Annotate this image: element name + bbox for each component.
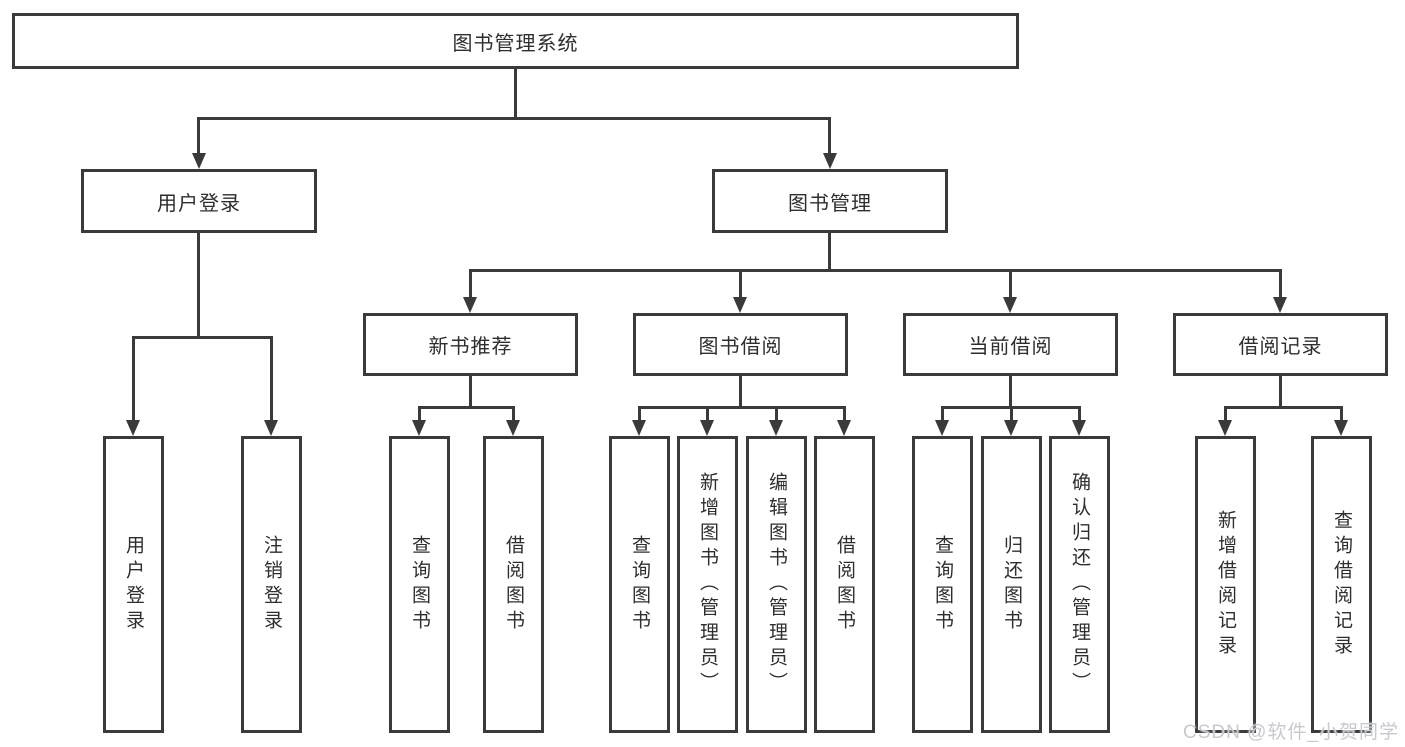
node-user-login-label: 用户登录 <box>157 192 241 215</box>
leaf-cb-confirm-return-admin: 确认归还（管理员） <box>1049 436 1110 733</box>
node-new-book-recommend: 新书推荐 <box>363 313 578 376</box>
arrow-down-icon <box>769 420 783 436</box>
arrow-down-icon <box>1273 297 1287 313</box>
arrow-down-icon <box>1072 420 1086 436</box>
connector-line <box>469 269 1282 272</box>
leaf-user-login-label: 用户登录 <box>123 534 144 635</box>
arrow-down-icon <box>823 153 837 169</box>
arrow-down-icon <box>463 297 477 313</box>
connector-line <box>1279 269 1282 299</box>
arrow-down-icon <box>126 420 140 436</box>
node-book-borrow-label: 图书借阅 <box>698 336 783 358</box>
connector-line <box>1224 406 1343 409</box>
connector-line <box>132 336 135 421</box>
node-root: 图书管理系统 <box>12 13 1019 69</box>
connector-line <box>739 376 742 408</box>
arrow-down-icon <box>192 153 206 169</box>
arrow-down-icon <box>1334 420 1348 436</box>
leaf-cb-return-book: 归还图书 <box>981 436 1042 733</box>
connector-line <box>828 232 831 271</box>
connector-line <box>197 117 200 157</box>
connector-line <box>638 406 846 409</box>
connector-line <box>1078 406 1081 422</box>
leaf-cb-confirm-return-admin-label: 确认归还（管理员） <box>1069 472 1090 697</box>
connector-line <box>512 406 515 422</box>
arrow-down-icon <box>1003 297 1017 313</box>
leaf-bb-borrow-book-label: 借阅图书 <box>834 534 855 635</box>
leaf-user-login: 用户登录 <box>103 436 164 733</box>
connector-line <box>1224 406 1227 422</box>
node-borrow-record-label: 借阅记录 <box>1238 336 1323 358</box>
leaf-bb-query-book: 查询图书 <box>609 436 670 733</box>
connector-line <box>1279 376 1282 408</box>
arrow-down-icon <box>733 297 747 313</box>
leaf-bb-edit-book-admin-label: 编辑图书（管理员） <box>766 472 787 697</box>
connector-line <box>469 269 472 299</box>
node-borrow-record: 借阅记录 <box>1173 313 1388 376</box>
connector-line <box>1010 406 1013 422</box>
connector-line <box>638 406 641 422</box>
leaf-logout-login: 注销登录 <box>241 436 302 733</box>
node-book-management: 图书管理 <box>712 169 948 233</box>
arrow-down-icon <box>632 420 646 436</box>
connector-line <box>197 232 200 338</box>
leaf-bb-query-book-label: 查询图书 <box>629 534 650 635</box>
leaf-bb-borrow-book: 借阅图书 <box>814 436 875 733</box>
node-current-borrow-label: 当前借阅 <box>968 336 1053 358</box>
leaf-cb-query-book-label: 查询图书 <box>932 534 953 635</box>
leaf-br-query-record: 查询借阅记录 <box>1311 436 1372 733</box>
leaf-bb-add-book-admin: 新增图书（管理员） <box>677 436 738 733</box>
leaf-cb-query-book: 查询图书 <box>912 436 973 733</box>
connector-line <box>270 336 273 421</box>
node-new-book-recommend-label: 新书推荐 <box>428 336 513 358</box>
connector-line <box>132 336 273 339</box>
leaf-br-add-record: 新增借阅记录 <box>1195 436 1256 733</box>
node-current-borrow: 当前借阅 <box>903 313 1118 376</box>
arrow-down-icon <box>412 420 426 436</box>
leaf-cb-return-book-label: 归还图书 <box>1001 534 1022 635</box>
connector-line <box>1009 376 1012 408</box>
connector-line <box>514 69 517 119</box>
arrow-down-icon <box>1004 420 1018 436</box>
connector-line <box>418 406 421 422</box>
arrow-down-icon <box>506 420 520 436</box>
connector-line <box>1009 269 1012 299</box>
connector-line <box>828 117 831 157</box>
arrow-down-icon <box>935 420 949 436</box>
arrow-down-icon <box>264 420 278 436</box>
connector-line <box>197 117 831 120</box>
node-user-login: 用户登录 <box>81 169 317 233</box>
leaf-nb-borrow-book: 借阅图书 <box>483 436 544 733</box>
leaf-nb-query-book: 查询图书 <box>389 436 450 733</box>
leaf-bb-edit-book-admin: 编辑图书（管理员） <box>746 436 807 733</box>
leaf-nb-borrow-book-label: 借阅图书 <box>503 534 524 635</box>
leaf-nb-query-book-label: 查询图书 <box>409 534 430 635</box>
connector-line <box>775 406 778 422</box>
connector-line <box>418 406 515 409</box>
leaf-br-query-record-label: 查询借阅记录 <box>1331 509 1352 660</box>
node-book-borrow: 图书借阅 <box>633 313 848 376</box>
leaf-logout-login-label: 注销登录 <box>261 534 282 635</box>
leaf-br-add-record-label: 新增借阅记录 <box>1215 509 1236 660</box>
arrow-down-icon <box>1218 420 1232 436</box>
connector-line <box>941 406 944 422</box>
connector-line <box>739 269 742 299</box>
arrow-down-icon <box>837 420 851 436</box>
node-root-label: 图书管理系统 <box>452 32 579 55</box>
connector-line <box>706 406 709 422</box>
arrow-down-icon <box>700 420 714 436</box>
connector-line <box>843 406 846 422</box>
csdn-watermark: CSDN @软件_小贺同学 <box>1183 722 1399 743</box>
node-book-management-label: 图书管理 <box>788 192 872 215</box>
leaf-bb-add-book-admin-label: 新增图书（管理员） <box>697 472 718 697</box>
connector-line <box>1340 406 1343 422</box>
connector-line <box>469 376 472 408</box>
